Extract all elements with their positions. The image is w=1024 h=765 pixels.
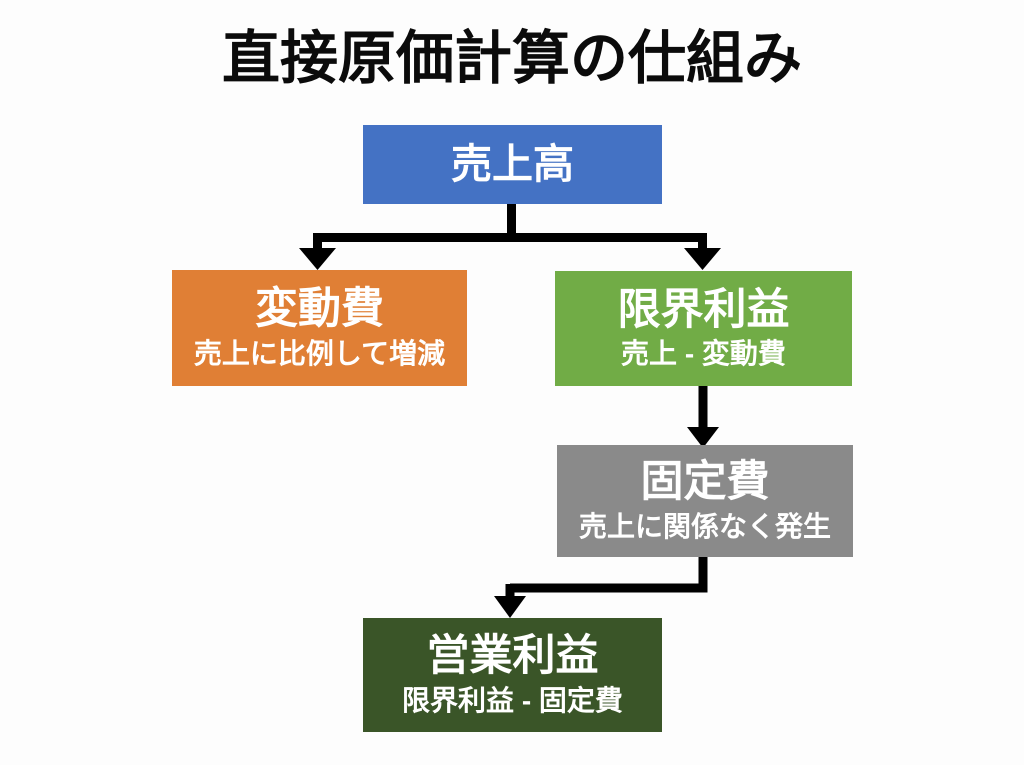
node-marginal-profit: 限界利益 売上 - 変動費 — [555, 271, 852, 386]
node-operating-profit: 営業利益 限界利益 - 固定費 — [363, 618, 662, 732]
node-fixed-cost-sublabel: 売上に関係なく発生 — [578, 510, 831, 542]
node-variable-cost-label: 変動費 — [255, 285, 384, 334]
node-fixed-cost: 固定費 売上に関係なく発生 — [557, 445, 853, 557]
node-variable-cost-sublabel: 売上に比例して増減 — [193, 337, 446, 369]
node-fixed-cost-label: 固定費 — [640, 458, 770, 507]
node-marginal-profit-sublabel: 売上 - 変動費 — [621, 338, 786, 370]
arrow-lines — [313, 202, 708, 598]
node-operating-profit-sublabel: 限界利益 - 固定費 — [402, 684, 623, 716]
node-sales: 売上高 — [363, 125, 662, 204]
node-operating-profit-label: 営業利益 — [426, 632, 599, 681]
node-marginal-profit-label: 限界利益 — [617, 285, 790, 334]
arrow-heads — [299, 248, 721, 618]
node-variable-cost: 変動費 売上に比例して増減 — [172, 270, 467, 386]
diagram-title: 直接原価計算の仕組み — [221, 26, 802, 91]
node-sales-label: 売上高 — [451, 140, 574, 187]
